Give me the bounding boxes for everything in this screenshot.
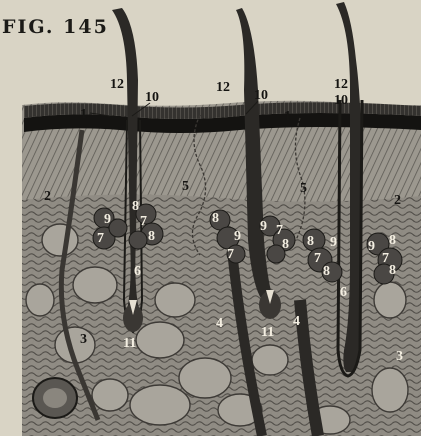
label-7-c: 7 — [227, 247, 234, 262]
label-9-d: 9 — [330, 235, 337, 250]
label-5-right: 5 — [300, 181, 307, 196]
label-8-d: 8 — [282, 237, 289, 252]
label-7-a: 7 — [97, 231, 104, 246]
label-8-c: 8 — [212, 211, 219, 226]
label-10-mid: 10 — [254, 88, 268, 103]
label-8-b: 8 — [148, 229, 155, 244]
label-7-d: 7 — [276, 223, 283, 238]
label-11-left: 11 — [123, 336, 136, 351]
label-2-left: 2 — [44, 189, 51, 204]
label-9-a: 9 — [104, 212, 111, 227]
label-8-g: 8 — [389, 233, 396, 248]
label-8-h: 8 — [389, 263, 396, 278]
label-4-left: 4 — [216, 316, 223, 331]
label-2-right: 2 — [394, 193, 401, 208]
label-4-right: 4 — [293, 314, 300, 329]
label-3-left: 3 — [80, 332, 87, 347]
label-5-left: 5 — [182, 179, 189, 194]
label-9-b: 9 — [234, 229, 241, 244]
label-6-right: 6 — [340, 285, 347, 300]
label-11-mid: 11 — [261, 325, 274, 340]
label-8-e: 8 — [307, 234, 314, 249]
label-6-left: 6 — [134, 264, 141, 279]
label-8-f: 8 — [323, 264, 330, 279]
label-10-right: 10 — [334, 93, 348, 108]
label-12-mid: 12 — [216, 80, 230, 95]
label-9-e: 9 — [368, 239, 375, 254]
label-7-f: 7 — [382, 251, 389, 266]
label-8-a: 8 — [132, 199, 139, 214]
label-12-left: 12 — [110, 77, 124, 92]
label-12-right: 12 — [334, 77, 348, 92]
label-1-left: 1 — [80, 107, 87, 122]
label-7-b: 7 — [140, 214, 147, 229]
label-3-right: 3 — [396, 349, 403, 364]
label-7-e: 7 — [314, 251, 321, 266]
label-9-c: 9 — [260, 219, 267, 234]
figure-title: FIG. 145 — [2, 16, 109, 38]
label-1-right: 1 — [284, 109, 291, 124]
label-10-left: 10 — [145, 90, 159, 105]
